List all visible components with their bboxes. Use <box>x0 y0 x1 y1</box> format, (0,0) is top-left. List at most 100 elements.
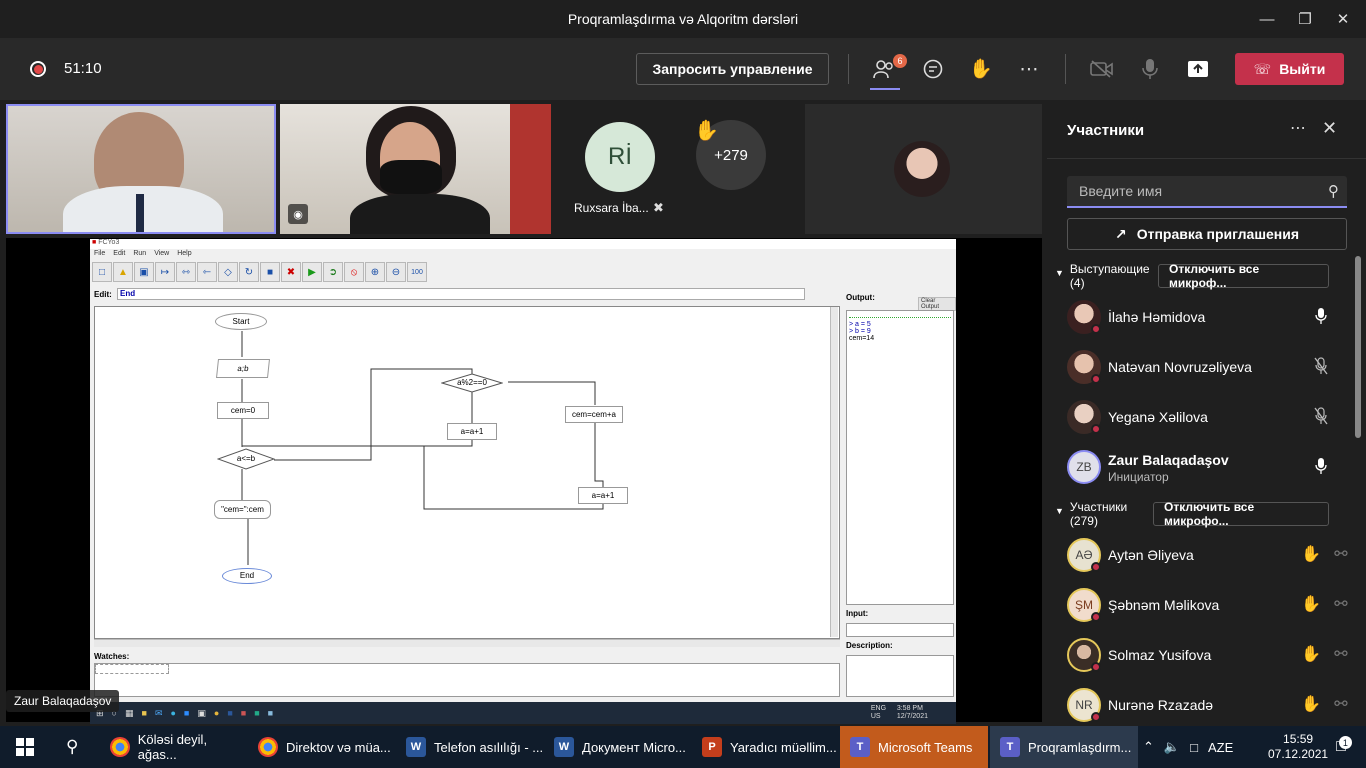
participant-row[interactable]: ZB Zaur Balaqadaşov Инициатор <box>1067 442 1352 492</box>
menu-edit[interactable]: Edit <box>113 250 126 257</box>
mute-all-attendees-button[interactable]: Отключить все микрофо... <box>1153 500 1329 528</box>
participant-row[interactable]: Solmaz Yusifova ✋ ⚯ <box>1067 630 1352 680</box>
menu-help[interactable]: Help <box>177 250 192 257</box>
taskbar-app-teams[interactable]: T Microsoft Teams <box>840 726 988 768</box>
flow-input[interactable]: a;b <box>216 359 270 378</box>
video-tile-teacher[interactable] <box>6 104 276 234</box>
canvas-vertical-scrollbar[interactable] <box>830 307 838 637</box>
add-input-icon[interactable]: ⇿ <box>176 262 196 282</box>
flow-increment-a-2[interactable]: a=a+1 <box>578 487 628 504</box>
taskbar-app-chrome-2[interactable]: Direktov və müa... <box>248 726 396 768</box>
close-icon[interactable]: ✕ <box>1336 11 1350 28</box>
participant-name: Natəvan Novruzəliyeva <box>1108 359 1252 375</box>
raise-hand-icon[interactable]: ✋ <box>969 59 993 80</box>
participant-row[interactable]: Yeganə Xəlilova <box>1067 392 1352 442</box>
flowchart-canvas[interactable]: Start a;b cem=0 a<=b "cem=":cem End a%2=… <box>94 306 840 639</box>
send-invite-label: Отправка приглашения <box>1136 226 1300 242</box>
leave-button[interactable]: ☏ Выйти <box>1235 53 1344 85</box>
taskbar-app-teams-meeting[interactable]: T Proqramlaşdırm... <box>990 726 1138 768</box>
zoom-out-icon[interactable]: ⊖ <box>386 262 406 282</box>
output-divider <box>849 317 951 318</box>
menu-file[interactable]: File <box>94 250 106 257</box>
microphone-icon <box>1311 306 1331 326</box>
status-badge <box>1091 662 1101 672</box>
minimize-icon[interactable]: — <box>1259 10 1275 28</box>
zoom-in-icon[interactable]: ⊕ <box>365 262 385 282</box>
close-icon[interactable]: ✕ <box>1322 118 1338 138</box>
chat-icon[interactable] <box>916 52 950 86</box>
shared-app-window: ■ FCYo3 File Edit Run View Help □ ▲ ▣ ↦ … <box>90 239 956 702</box>
people-icon[interactable] <box>867 52 901 86</box>
save-icon[interactable]: ▣ <box>134 262 154 282</box>
microphone-icon[interactable] <box>1133 52 1167 86</box>
flow-condition-even[interactable]: a%2==0 <box>441 373 503 393</box>
flow-start[interactable]: Start <box>215 313 267 330</box>
mic-muted-icon: ◉ <box>288 204 308 224</box>
app-icon: ■ <box>240 708 247 718</box>
add-block-icon[interactable]: ↦ <box>155 262 175 282</box>
maximize-icon[interactable]: ❐ <box>1298 11 1312 28</box>
more-options-icon[interactable]: ⋯ <box>1019 58 1039 80</box>
video-tile-avatar[interactable] <box>805 104 1042 234</box>
keyboard-language[interactable]: AZE <box>1207 739 1234 755</box>
add-loop-icon[interactable]: ↻ <box>239 262 259 282</box>
more-options-icon[interactable]: ⋯ <box>1290 120 1306 137</box>
video-tile-participant[interactable]: ◉ <box>280 104 551 234</box>
input-field[interactable] <box>846 623 954 637</box>
flow-end[interactable]: End <box>222 568 272 584</box>
run-icon[interactable]: ▶ <box>302 262 322 282</box>
start-button[interactable] <box>6 726 42 768</box>
zoom-100-icon[interactable]: 100 <box>407 262 427 282</box>
volume-icon[interactable]: 🔈 <box>1163 739 1181 754</box>
participant-name: Yeganə Xəlilova <box>1108 409 1208 425</box>
presenters-header[interactable]: ▼ Выступающие (4) <box>1055 262 1150 290</box>
send-invite-button[interactable]: ↗ Отправка приглашения <box>1067 218 1347 250</box>
participant-name: Solmaz Yusifova <box>1108 647 1212 663</box>
menu-run[interactable]: Run <box>133 250 147 257</box>
mute-all-presenters-button[interactable]: Отключить все микроф... <box>1158 262 1329 290</box>
panel-scrollbar[interactable] <box>1355 256 1361 438</box>
chevron-up-icon[interactable]: ⌃ <box>1143 739 1154 754</box>
clock[interactable]: 15:59 07.12.2021 <box>1268 726 1328 768</box>
notification-center-icon[interactable]: □1 <box>1326 726 1356 768</box>
clear-output-button[interactable]: Clear Output <box>918 297 956 311</box>
share-screen-icon[interactable] <box>1181 52 1215 86</box>
taskbar-app-powerpoint[interactable]: P Yaradıcı müəllim... <box>692 726 840 768</box>
flow-assign-cem[interactable]: cem=0 <box>217 402 269 419</box>
delete-icon[interactable]: ✖ <box>281 262 301 282</box>
description-field[interactable] <box>846 655 954 697</box>
flow-condition-loop[interactable]: a<=b <box>217 448 275 470</box>
request-control-button[interactable]: Запросить управление <box>636 53 829 85</box>
add-if-icon[interactable]: ◇ <box>218 262 238 282</box>
network-icon[interactable]: □ <box>1190 739 1198 755</box>
stop-icon[interactable]: ⦸ <box>344 262 364 282</box>
participant-row[interactable]: ŞM Şəbnəm Məlikova ✋ ⚯ <box>1067 580 1352 630</box>
search-input[interactable]: Введите имя ⚲ <box>1067 176 1347 208</box>
camera-off-icon[interactable] <box>1085 52 1119 86</box>
mic-muted-icon <box>1311 356 1331 376</box>
attendees-header[interactable]: ▼ Участники (279) <box>1055 500 1127 528</box>
participant-row[interactable]: Natəvan Novruzəliyeva <box>1067 342 1352 392</box>
taskbar-app-word-2[interactable]: W Документ Micro... <box>544 726 692 768</box>
add-output-icon[interactable]: ⇽ <box>197 262 217 282</box>
flow-output[interactable]: "cem=":cem <box>214 500 271 519</box>
delete-block-icon[interactable]: ■ <box>260 262 280 282</box>
flow-add-cem[interactable]: cem=cem+a <box>565 406 623 423</box>
overflow-participants-button[interactable]: +279 <box>696 120 766 190</box>
shared-app-title: ■ FCYo3 <box>90 239 956 249</box>
taskbar-app-chrome-1[interactable]: Köləsi deyil, ağas... <box>100 726 248 768</box>
raise-hand-icon: ✋ <box>1301 696 1321 713</box>
edit-field[interactable]: End <box>117 288 805 300</box>
step-icon[interactable]: ➲ <box>323 262 343 282</box>
search-icon[interactable]: ⚲ <box>66 737 79 756</box>
taskbar-app-word-1[interactable]: W Telefon asılılığı - ... <box>396 726 544 768</box>
flow-increment-a[interactable]: a=a+1 <box>447 423 497 440</box>
participant-row[interactable]: AƏ Aytən Əliyeva ✋ ⚯ <box>1067 530 1352 580</box>
menu-view[interactable]: View <box>154 250 170 257</box>
avatar[interactable]: Rİ <box>585 122 655 192</box>
new-icon[interactable]: □ <box>92 262 112 282</box>
participant-row[interactable]: İlahə Həmidova <box>1067 292 1352 342</box>
participant-row[interactable]: NR Nurənə Rzazadə ✋ ⚯ <box>1067 680 1352 730</box>
open-icon[interactable]: ▲ <box>113 262 133 282</box>
canvas-horizontal-scrollbar[interactable] <box>94 639 840 647</box>
